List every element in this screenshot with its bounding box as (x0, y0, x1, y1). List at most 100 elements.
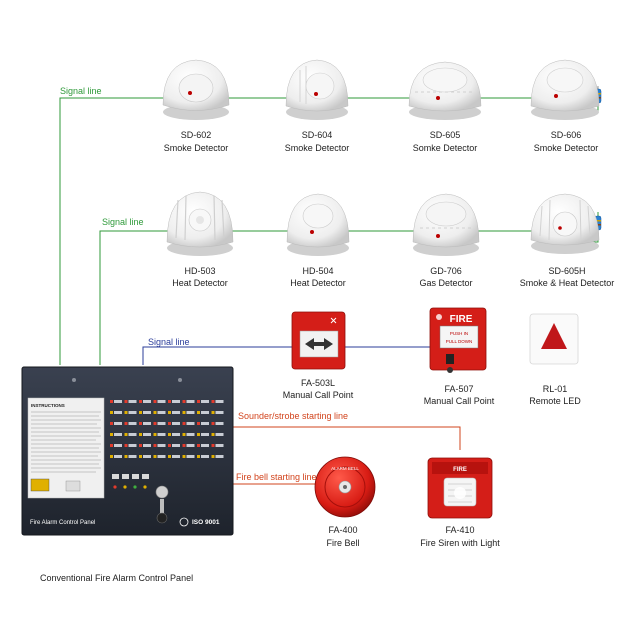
zone-led-icon (182, 444, 186, 447)
zone-label-plate (215, 455, 224, 458)
manual-call-point-fa507: FIRE PUSH IN PULL DOWN FA-507 Manual Cal… (424, 307, 495, 406)
zone-label-plate (143, 422, 151, 425)
zone-label-plate (186, 433, 195, 436)
push-in-text: PUSH IN (450, 331, 468, 336)
zone-led-icon (182, 400, 186, 403)
detector-model: SD-606 (551, 130, 582, 140)
device-model: FA-400 (328, 525, 357, 535)
detector-type: Smoke Detector (285, 143, 350, 153)
detector-type: Somke Detector (413, 143, 478, 153)
zone-led-icon (197, 400, 200, 403)
diagram-caption: Conventional Fire Alarm Control Panel (40, 573, 194, 583)
signal-line-label: Signal line (148, 337, 190, 347)
zone-led-icon (153, 411, 157, 414)
zone-led-icon (211, 455, 215, 458)
key-switch-icon (155, 485, 169, 499)
zone-label-plate (215, 400, 224, 403)
zone-label-plate (215, 433, 224, 436)
zone-label-plate (157, 422, 166, 425)
zone-led-icon (110, 411, 113, 414)
zone-label-plate (143, 411, 151, 414)
cert-logo-icon (179, 517, 189, 527)
firebell-line-label: Fire bell starting line (236, 472, 317, 482)
zone-led-icon (139, 444, 142, 447)
zone-label-plate (128, 444, 137, 447)
zone-label-plate (172, 400, 180, 403)
signal-wiring-3 (142, 346, 462, 365)
instructions-title: INSTRUCTIONS (31, 403, 65, 408)
manual-call-point-fa503l: FA-503L Manual Call Point (283, 311, 354, 400)
panel-cert: ISO 9001 (192, 519, 220, 526)
device-type: Fire Siren with Light (420, 538, 500, 548)
detector-type: Smoke & Heat Detector (520, 278, 615, 288)
fire-bell-fa400: ALARM BELL FA-400 Fire Bell (314, 456, 376, 548)
zone-led-icon (211, 400, 215, 403)
panel-button (142, 474, 149, 479)
detector-type: Smoke Detector (534, 143, 599, 153)
device-type: Remote LED (529, 396, 581, 406)
panel-button (132, 474, 139, 479)
detector-model: GD-706 (430, 266, 462, 276)
zone-label-plate (143, 400, 151, 403)
signal-line-label: Signal line (102, 217, 144, 227)
zone-label-plate (128, 433, 137, 436)
detector-model: SD-602 (181, 130, 212, 140)
zone-label-plate (143, 433, 151, 436)
zone-led-icon (110, 400, 113, 403)
zone-led-icon (197, 455, 200, 458)
device-model: FA-410 (445, 525, 474, 535)
zone-label-plate (172, 444, 180, 447)
zone-led-icon (139, 433, 142, 436)
gas-detector-gd706: GD-706 Gas Detector (412, 193, 480, 288)
status-led-icon (133, 485, 137, 489)
panel-button (112, 474, 119, 479)
zone-label-plate (201, 400, 209, 403)
smoke-detector-sd602: SD-602 Smoke Detector (162, 59, 230, 153)
detector-model: SD-605H (548, 266, 585, 276)
smoke-detector-sd605: SD-605 Somke Detector (408, 61, 482, 153)
zone-label-plate (157, 433, 166, 436)
zone-led-icon (211, 422, 215, 425)
zone-led-icon (110, 455, 113, 458)
zone-label-plate (172, 411, 180, 414)
device-type: Manual Call Point (424, 396, 495, 406)
zone-label-plate (114, 411, 122, 414)
device-model: RL-01 (543, 384, 568, 394)
zone-led-icon (124, 411, 128, 414)
control-buttons (112, 474, 149, 489)
zone-label-plate (114, 455, 122, 458)
zone-led-icon (182, 455, 186, 458)
fire-text: FIRE (450, 314, 473, 325)
zone-label-plate (157, 455, 166, 458)
detector-model: SD-605 (430, 130, 461, 140)
zone-led-icon (153, 422, 157, 425)
zone-label-plate (215, 411, 224, 414)
zone-label-plate (114, 422, 122, 425)
status-led-icon (113, 485, 117, 489)
zone-label-plate (186, 455, 195, 458)
zone-label-plate (157, 444, 166, 447)
detector-type: Heat Detector (172, 278, 228, 288)
zone-led-icon (168, 422, 171, 425)
zone-led-icon (153, 433, 157, 436)
zone-label-plate (128, 422, 137, 425)
zone-led-icon (197, 433, 200, 436)
panel-button (122, 474, 129, 479)
detector-model: HD-503 (184, 266, 215, 276)
zone-label-plate (186, 411, 195, 414)
zone-led-icon (168, 411, 171, 414)
zone-label-plate (128, 400, 137, 403)
detector-type: Smoke Detector (164, 143, 229, 153)
zone-led-icon (168, 400, 171, 403)
zone-label-plate (128, 411, 137, 414)
zone-label-plate (201, 411, 209, 414)
zone-label-plate (157, 400, 166, 403)
zone-led-icon (153, 444, 157, 447)
zone-led-icon (168, 444, 171, 447)
zone-led-icon (124, 444, 128, 447)
zone-led-icon (197, 422, 200, 425)
fire-siren-fa410: FIRE FA-410 Fire Siren with Light (420, 457, 500, 548)
zone-label-plate (114, 444, 122, 447)
zone-label-plate (172, 433, 180, 436)
